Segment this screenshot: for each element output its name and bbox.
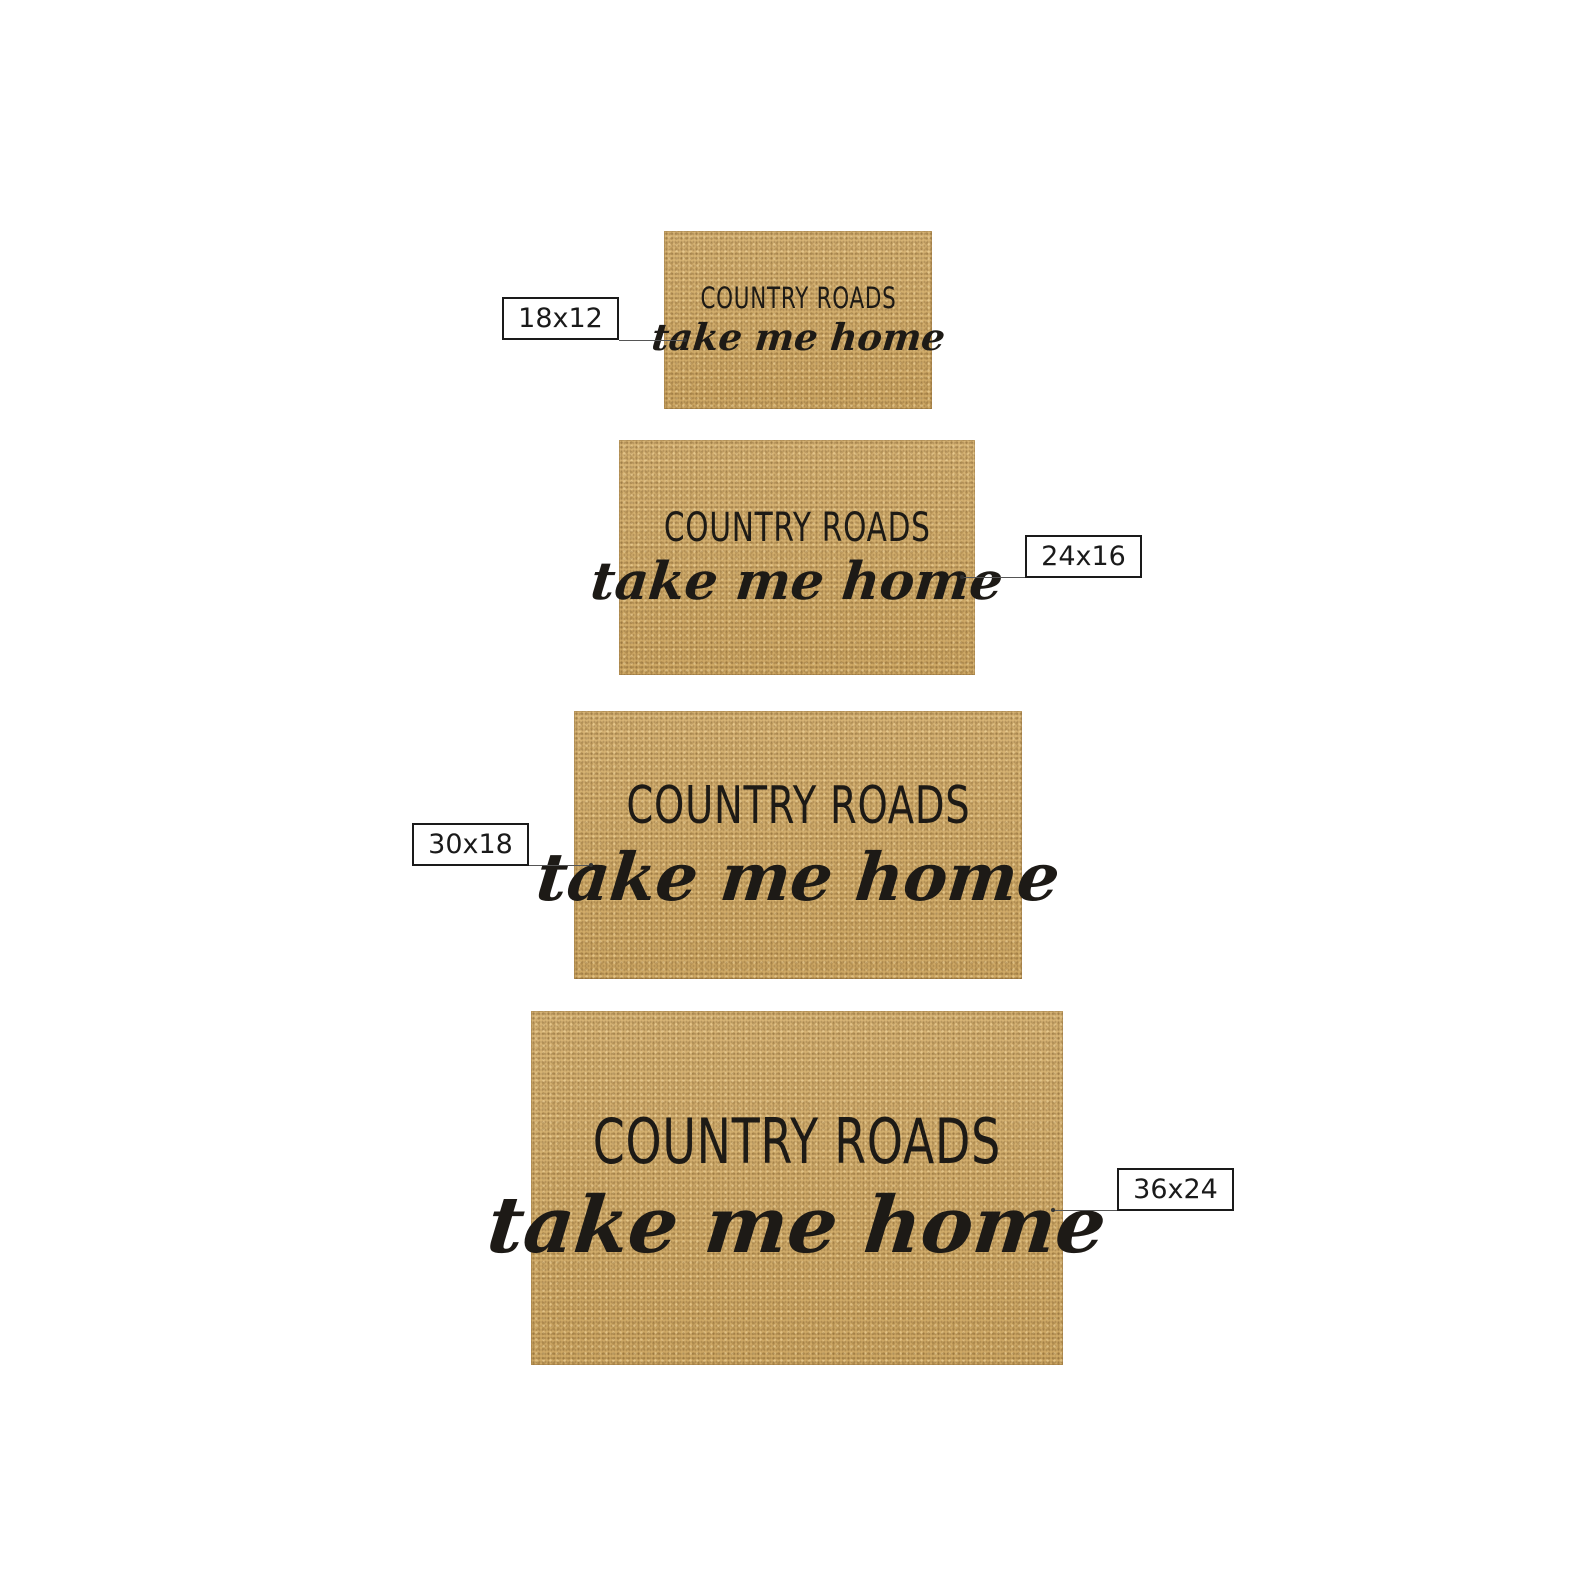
mat-title-text: COUNTRY ROADS <box>663 504 931 551</box>
leader-dot <box>960 575 964 579</box>
mat-script-text: take me home <box>532 838 1064 916</box>
mat-title-text: COUNTRY ROADS <box>699 281 897 315</box>
mat-title-text: COUNTRY ROADS <box>592 1105 1002 1178</box>
mat-title-text: COUNTRY ROADS <box>626 776 970 836</box>
size-label-18x12: 18x12 <box>502 297 619 340</box>
doormat-30x18: COUNTRY ROADS take me home <box>533 711 1063 979</box>
mat-script-text: take me home <box>649 315 947 359</box>
leader-dot <box>683 338 687 342</box>
leader-line <box>1053 1210 1117 1211</box>
doormat-18x12: COUNTRY ROADS take me home <box>649 231 947 409</box>
mat-script-text: take me home <box>587 550 1007 612</box>
doormat-36x24: COUNTRY ROADS take me home <box>483 1011 1111 1365</box>
doormat-24x16: COUNTRY ROADS take me home <box>588 440 1006 675</box>
leader-dot <box>589 863 593 867</box>
leader-line <box>962 577 1025 578</box>
size-label-36x24: 36x24 <box>1117 1168 1234 1211</box>
size-label-30x18: 30x18 <box>412 823 529 866</box>
leader-line <box>529 865 591 866</box>
mat-script-text: take me home <box>483 1180 1111 1271</box>
size-label-24x16: 24x16 <box>1025 535 1142 578</box>
leader-dot <box>1051 1208 1055 1212</box>
leader-line <box>619 340 685 341</box>
